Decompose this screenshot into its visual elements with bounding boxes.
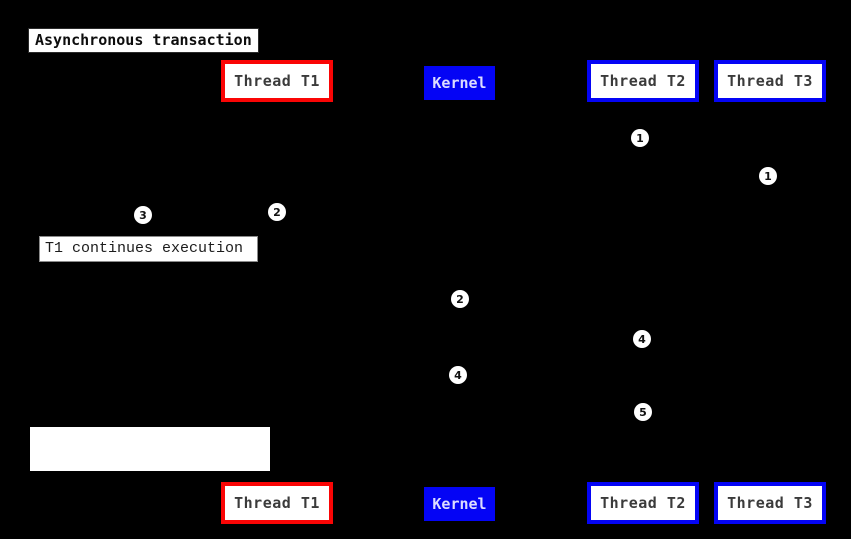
participant-thread-t2-top: Thread T2 (587, 60, 699, 102)
diagram-title: Asynchronous transaction (28, 28, 259, 53)
step-marker: 2 (451, 290, 469, 308)
step-marker: 4 (633, 330, 651, 348)
step-marker: 2 (268, 203, 286, 221)
participant-thread-t1-top: Thread T1 (221, 60, 333, 102)
note-t1-continues: T1 continues execution (39, 236, 258, 262)
participant-kernel-bottom: Kernel (424, 487, 495, 521)
step-marker: 1 (631, 129, 649, 147)
participant-thread-t2-bottom: Thread T2 (587, 482, 699, 524)
step-marker: 4 (449, 366, 467, 384)
step-marker: 1 (759, 167, 777, 185)
step-marker: 5 (634, 403, 652, 421)
step-marker: 3 (134, 206, 152, 224)
blank-note (30, 427, 270, 471)
participant-thread-t3-top: Thread T3 (714, 60, 826, 102)
participant-kernel-top: Kernel (424, 66, 495, 100)
participant-thread-t1-bottom: Thread T1 (221, 482, 333, 524)
participant-thread-t3-bottom: Thread T3 (714, 482, 826, 524)
